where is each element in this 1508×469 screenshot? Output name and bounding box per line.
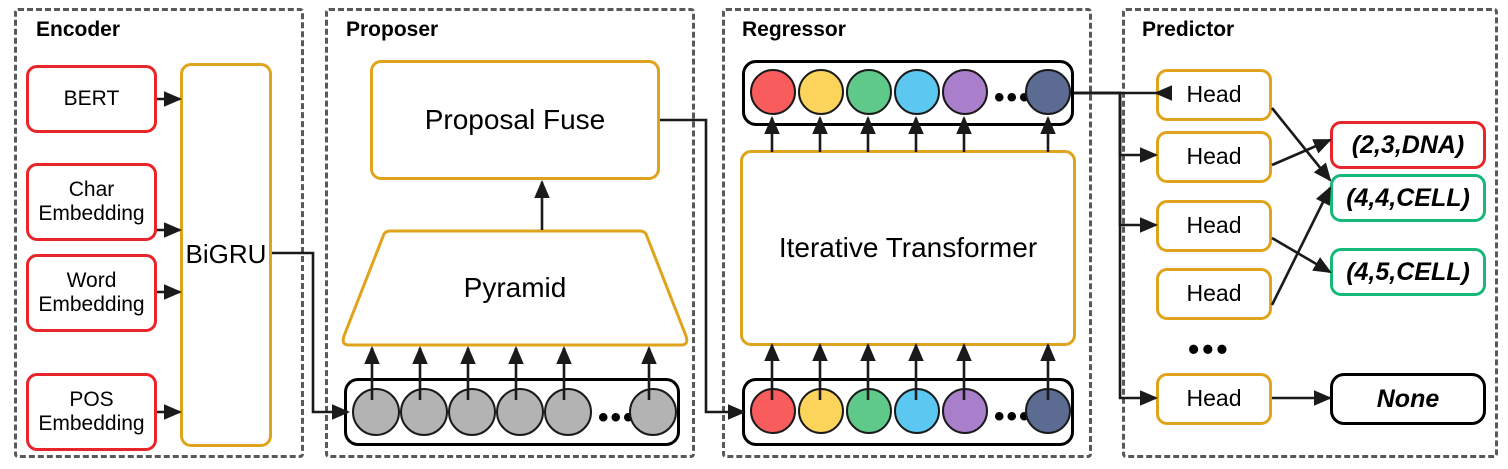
group-predictor-title: Predictor <box>1142 18 1235 41</box>
predictor-output-none-label: None <box>1376 385 1440 413</box>
regressor-input-token[interactable] <box>1025 388 1071 434</box>
predictor-output-cell-44[interactable]: (4,4,CELL) <box>1330 174 1486 222</box>
proposer-token[interactable] <box>448 388 496 436</box>
regressor-output-token[interactable] <box>750 69 796 115</box>
regressor-output-ellipsis: ••• <box>994 81 1032 114</box>
proposer-proposal-fuse-block[interactable]: Proposal Fuse <box>370 60 660 180</box>
pyramid-label: Pyramid <box>463 272 567 304</box>
proposer-token-ellipsis: ••• <box>598 401 636 434</box>
proposer-token[interactable] <box>544 388 592 436</box>
group-encoder-title: Encoder <box>36 18 121 41</box>
predictor-head-4[interactable]: Head <box>1156 268 1272 320</box>
proposer-token[interactable] <box>496 388 544 436</box>
encoder-bigru-block[interactable]: BiGRU <box>180 63 272 447</box>
word-embedding-line2: Embedding <box>38 293 145 316</box>
predictor-output-cell-45-label: (4,5,CELL) <box>1346 258 1470 286</box>
predictor-head-5[interactable]: Head <box>1156 373 1272 425</box>
regressor-output-token[interactable] <box>942 69 988 115</box>
predictor-head-ellipsis: ••• <box>1188 331 1231 367</box>
pos-embedding-line1: POS <box>69 388 114 412</box>
encoder-input-char-embedding[interactable]: Char Embedding <box>26 163 157 241</box>
regressor-output-token[interactable] <box>1025 69 1071 115</box>
regressor-input-token[interactable] <box>846 388 892 434</box>
predictor-head-2-label: Head <box>1186 143 1242 170</box>
regressor-iterative-transformer-block[interactable]: Iterative Transformer <box>740 150 1076 346</box>
regressor-input-token[interactable] <box>750 388 796 434</box>
group-proposer-title: Proposer <box>346 18 439 41</box>
regressor-output-token[interactable] <box>846 69 892 115</box>
encoder-input-bert-label: BERT <box>63 87 120 111</box>
predictor-head-3[interactable]: Head <box>1156 200 1272 252</box>
proposer-token[interactable] <box>629 388 677 436</box>
proposer-token[interactable] <box>400 388 448 436</box>
predictor-head-5-label: Head <box>1186 385 1242 412</box>
predictor-head-2[interactable]: Head <box>1156 131 1272 183</box>
predictor-output-dna-label: (2,3,DNA) <box>1351 131 1465 159</box>
predictor-head-1-label: Head <box>1186 81 1242 108</box>
predictor-head-4-label: Head <box>1186 280 1242 307</box>
encoder-input-word-embedding[interactable]: Word Embedding <box>26 254 157 332</box>
group-regressor-title: Regressor <box>742 18 846 41</box>
proposal-fuse-label: Proposal Fuse <box>424 104 606 136</box>
char-embedding-line2: Embedding <box>38 202 145 225</box>
pos-embedding-line2: Embedding <box>38 412 145 435</box>
predictor-output-cell-44-label: (4,4,CELL) <box>1346 184 1470 212</box>
encoder-input-pos-embedding[interactable]: POS Embedding <box>26 373 157 451</box>
group-encoder <box>14 8 304 458</box>
char-embedding-line1: Char <box>68 178 115 202</box>
predictor-output-none[interactable]: None <box>1330 373 1486 425</box>
regressor-output-token[interactable] <box>894 69 940 115</box>
predictor-output-cell-45[interactable]: (4,5,CELL) <box>1330 248 1486 296</box>
encoder-bigru-label: BiGRU <box>185 239 267 270</box>
regressor-input-token[interactable] <box>942 388 988 434</box>
predictor-head-3-label: Head <box>1186 212 1242 239</box>
iterative-transformer-label: Iterative Transformer <box>778 232 1038 264</box>
predictor-head-1[interactable]: Head <box>1156 69 1272 121</box>
regressor-input-token[interactable] <box>798 388 844 434</box>
regressor-output-token[interactable] <box>798 69 844 115</box>
encoder-input-bert[interactable]: BERT <box>26 65 157 133</box>
word-embedding-line1: Word <box>66 269 117 293</box>
regressor-input-ellipsis: ••• <box>994 400 1032 433</box>
predictor-output-dna[interactable]: (2,3,DNA) <box>1330 121 1486 169</box>
proposer-pyramid-label-wrap: Pyramid <box>338 245 692 331</box>
regressor-input-token[interactable] <box>894 388 940 434</box>
proposer-token[interactable] <box>352 388 400 436</box>
